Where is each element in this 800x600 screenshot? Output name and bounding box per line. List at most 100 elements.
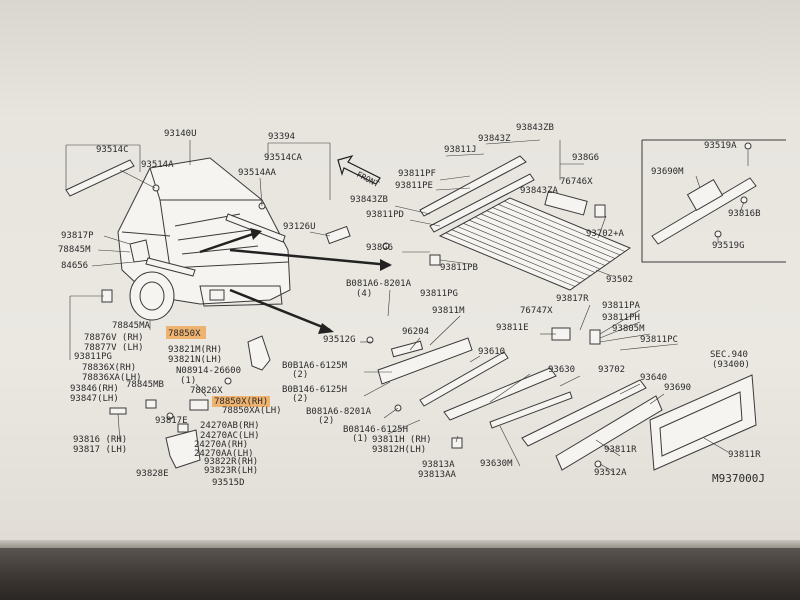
label-93823r-lh: 93823R(LH) <box>204 466 258 476</box>
section-ref-sub: (93400) <box>712 360 750 370</box>
label-qty-2-b: (2) <box>292 394 308 404</box>
label-93811pd: 93811PD <box>366 210 404 220</box>
highlight-78850x-rh <box>212 396 270 407</box>
leader-line <box>435 187 471 191</box>
label-93843za: 93843ZA <box>520 186 559 196</box>
leader-line <box>703 437 729 453</box>
label-93515d: 93515D <box>212 478 245 488</box>
label-938g6: 938G6 <box>366 243 393 253</box>
leader-line <box>363 381 391 397</box>
label-93811ph: 93811PH <box>602 313 640 323</box>
label-78836xa-lh: 78836XA(LH) <box>82 373 142 383</box>
leader-line <box>597 215 607 239</box>
floor-groove <box>445 232 576 287</box>
drawing-code: M937000J <box>712 472 765 485</box>
label-93811pb: 93811PB <box>440 263 478 273</box>
label-93140u: 93140U <box>164 129 197 139</box>
label-93821n-lh: 93821N(LH) <box>168 355 222 365</box>
inset-detail-box <box>641 139 786 263</box>
label-938g6-top: 938G6 <box>572 153 599 163</box>
label-93813a: 93813A <box>422 460 455 470</box>
bed-floor <box>419 155 632 291</box>
label-93816-rh: 93816 (RH) <box>73 435 127 445</box>
label-93811pa: 93811PA <box>602 301 641 311</box>
label-93811pe: 93811PE <box>395 181 433 191</box>
label-93514aa: 93514AA <box>238 168 277 178</box>
label-93843zb-top: 93843ZB <box>516 123 554 133</box>
label-93816b: 93816B <box>728 209 761 219</box>
floor-groove <box>492 207 616 259</box>
label-n08914-26600: N08914-26600 <box>176 366 241 376</box>
leader-line <box>439 259 471 265</box>
label-93817-lh: 93817 (LH) <box>73 445 127 455</box>
label-93811h-rh: 93811H (RH) <box>372 435 432 445</box>
leader-line <box>595 269 613 277</box>
label-24270a-rh: 24270A(RH) <box>194 440 248 450</box>
leader-line <box>599 333 651 343</box>
label-78845ma: 78845MA <box>112 321 151 331</box>
label-93847-lh: 93847(LH) <box>70 394 119 404</box>
floor-groove <box>469 219 596 273</box>
leader-line <box>117 413 121 443</box>
label-b081a6-8201a-top: B081A6-8201A <box>346 279 412 289</box>
leader-line <box>599 463 615 473</box>
label-24270ab-rh: 24270AB(RH) <box>200 421 260 431</box>
label-93126u: 93126U <box>283 222 316 232</box>
label-93821m-rh: 93821M(RH) <box>168 345 222 355</box>
label-24270aa-lh: 24270AA(LH) <box>194 449 254 459</box>
floor-groove <box>451 229 581 284</box>
leader-line <box>167 415 175 421</box>
label-84656: 84656 <box>61 261 88 271</box>
floor-groove <box>480 213 606 266</box>
floor-groove <box>498 204 621 256</box>
label-78850xa-lh: 78850XA(LH) <box>222 406 282 416</box>
label-93811pg-left: 93811PG <box>74 352 112 362</box>
label-93394: 93394 <box>268 132 295 142</box>
leader-line <box>409 337 421 351</box>
label-b0b1a6-6125m: B0B1A6-6125M <box>282 361 348 371</box>
label-93519g: 93519G <box>712 241 745 251</box>
label-93702a: 93702+A <box>586 229 625 239</box>
label-93811pc: 93811PC <box>640 335 678 345</box>
label-qty-2-a: (2) <box>292 370 308 380</box>
leader-line <box>97 249 131 253</box>
label-93805m: 93805M <box>612 324 645 334</box>
screen-bezel <box>0 540 800 550</box>
label-93630m: 93630M <box>480 459 513 469</box>
leader-line <box>485 139 541 145</box>
leader-line <box>599 321 641 339</box>
leader-line <box>394 205 431 215</box>
label-93817e: 93817E <box>155 416 188 426</box>
floor-groove <box>457 226 586 280</box>
bed-crossmembers <box>377 337 757 471</box>
label-93811pf: 93811PF <box>398 169 436 179</box>
front-direction-marker: FRONT <box>337 154 381 189</box>
label-93846-rh: 93846(RH) <box>70 384 119 394</box>
leader-line <box>383 407 399 419</box>
label-93514c: 93514C <box>96 145 129 155</box>
leader-line <box>649 393 665 405</box>
leader-line <box>489 373 531 403</box>
svg-text:FRONT: FRONT <box>355 170 381 189</box>
label-qty-2-c: (2) <box>318 416 334 426</box>
leader-line <box>445 153 485 157</box>
label-b08146-6125h: B08146-6125H <box>343 425 408 435</box>
leader-line <box>739 201 745 213</box>
leader-line <box>387 419 421 435</box>
leader-line <box>103 235 131 245</box>
leader-line <box>455 435 459 443</box>
label-b0b146-6125h: B0B146-6125H <box>282 385 347 395</box>
label-93811e: 93811E <box>496 323 529 333</box>
label-qty-4: (4) <box>356 289 372 299</box>
label-78876v-rh: 78876V (RH) <box>84 333 144 343</box>
monitor-stand-area <box>0 548 800 600</box>
label-78877v-lh: 78877V (LH) <box>84 343 144 353</box>
leader-line <box>387 289 391 317</box>
label-93512a: 93512A <box>594 468 627 478</box>
label-93822r-rh: 93822R(RH) <box>204 457 258 467</box>
label-93640: 93640 <box>640 373 667 383</box>
label-76747x: 76747X <box>520 306 553 316</box>
label-93811r-right: 93811R <box>728 450 761 460</box>
